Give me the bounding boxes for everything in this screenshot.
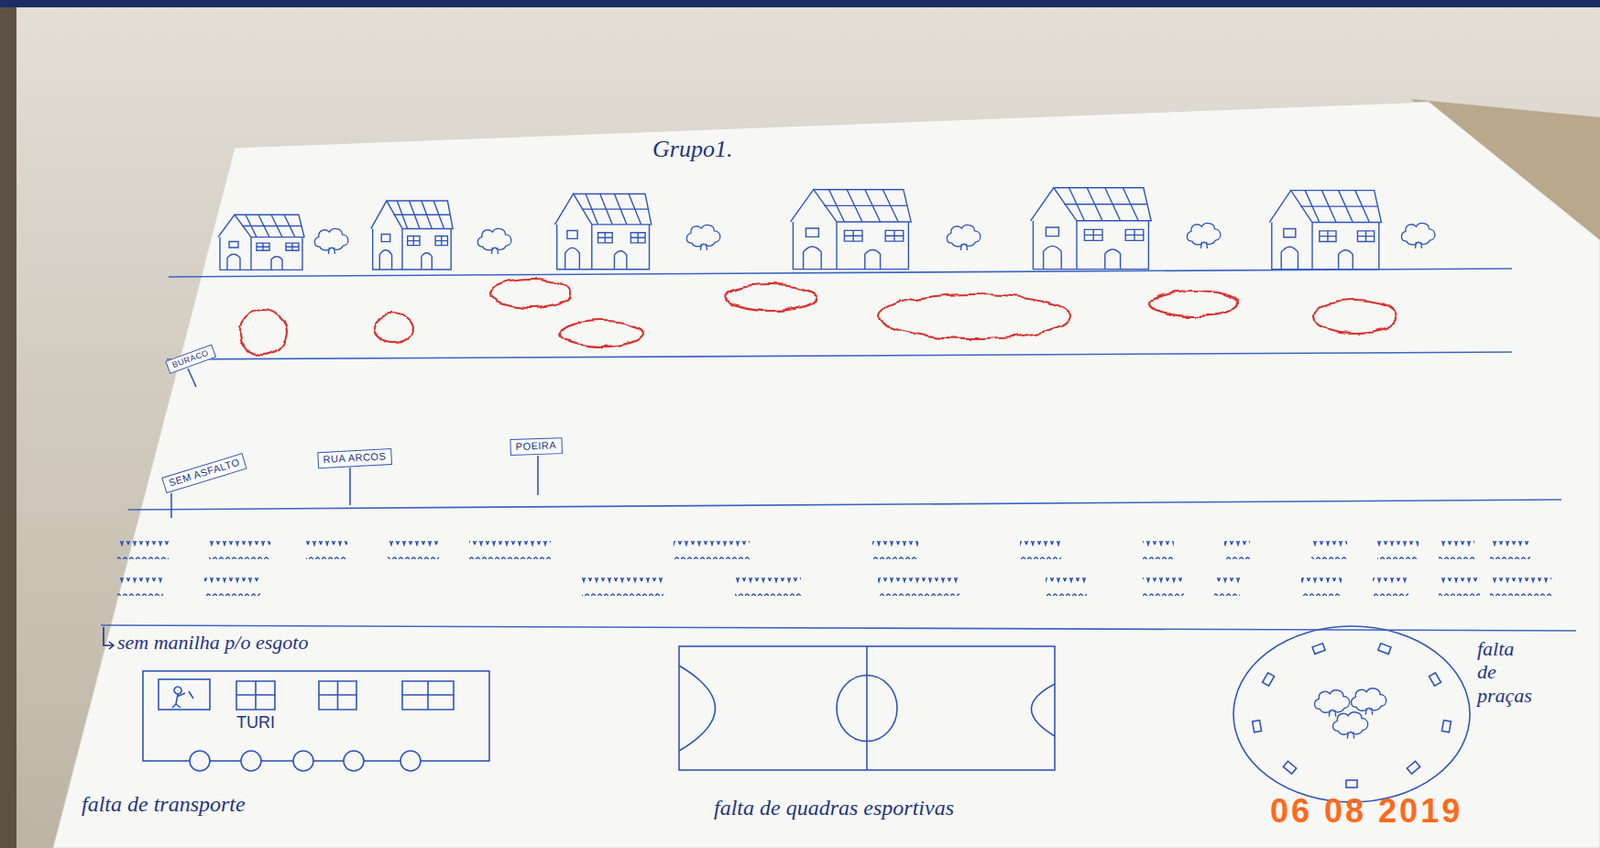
frame-edge bbox=[0, 0, 17, 848]
bus-driver bbox=[172, 686, 194, 708]
tree bbox=[1333, 712, 1369, 739]
bench bbox=[1346, 779, 1358, 788]
bus-body bbox=[142, 670, 490, 761]
court-line bbox=[865, 646, 868, 770]
bench bbox=[1406, 760, 1420, 774]
hook-arrow bbox=[103, 626, 114, 649]
street-sign: SEM ASFALTO bbox=[161, 452, 247, 494]
sign-text: POEIRA bbox=[515, 438, 557, 453]
sign-text: RUA ARCOS bbox=[322, 449, 386, 466]
sports-court-outline bbox=[678, 645, 1056, 771]
bus-label: TURI bbox=[236, 712, 275, 733]
plaza-outline bbox=[1233, 625, 1470, 802]
frame-edge bbox=[0, 0, 1600, 8]
court-outline bbox=[679, 646, 1055, 770]
house bbox=[1269, 190, 1381, 270]
bench bbox=[1262, 672, 1275, 686]
sign-post bbox=[170, 493, 173, 518]
pothole bbox=[1150, 290, 1239, 317]
pothole bbox=[490, 278, 571, 308]
square-plaza-outline bbox=[1231, 624, 1472, 804]
street-sign: POEIRA bbox=[509, 437, 562, 456]
sports-court: falta de quadras esportivas bbox=[678, 645, 1056, 771]
court-area bbox=[1031, 683, 1056, 736]
tree bbox=[1186, 222, 1220, 249]
bus-wheel bbox=[400, 750, 421, 771]
pothole bbox=[724, 284, 817, 311]
house bbox=[790, 189, 912, 270]
bus-wheel bbox=[293, 750, 314, 771]
street-sign: RUA ARCOS bbox=[317, 448, 393, 469]
tree bbox=[1315, 690, 1350, 717]
pothole bbox=[1313, 299, 1398, 333]
tree bbox=[1351, 688, 1387, 715]
date-stamp: 06 08 2019 bbox=[1270, 791, 1463, 830]
square-plaza: falta de praças bbox=[1231, 624, 1472, 804]
bench bbox=[1428, 672, 1441, 686]
street-sign: BURACO bbox=[164, 344, 217, 375]
note-text: sem manilha p/o esgoto bbox=[117, 630, 308, 654]
street-lines bbox=[100, 268, 1577, 631]
poster-title: Grupo1. bbox=[652, 135, 733, 164]
hook-arrow bbox=[109, 641, 114, 649]
bench bbox=[1378, 643, 1392, 655]
bench bbox=[1252, 720, 1262, 733]
sign-post bbox=[187, 368, 197, 387]
tree bbox=[946, 224, 980, 251]
tree bbox=[314, 228, 348, 254]
pothole bbox=[560, 320, 644, 347]
bus-window bbox=[318, 680, 357, 710]
pothole bbox=[240, 308, 286, 355]
paper-sheet bbox=[53, 101, 1600, 848]
sign-post bbox=[536, 455, 539, 495]
street-line bbox=[128, 499, 1562, 510]
tree bbox=[477, 228, 511, 254]
tree bbox=[686, 224, 720, 251]
street-line bbox=[168, 268, 1513, 277]
pothole bbox=[372, 313, 414, 343]
bus-shape-outline bbox=[142, 670, 490, 761]
tree bbox=[1401, 222, 1435, 249]
sign-post bbox=[349, 467, 351, 505]
pothole bbox=[877, 294, 1071, 339]
bus-window bbox=[402, 680, 454, 710]
bus-window bbox=[158, 679, 210, 710]
bus-window bbox=[236, 680, 275, 710]
bus-shape: TURIfalta de transporte bbox=[142, 670, 490, 761]
bench bbox=[1312, 643, 1326, 655]
court-circle bbox=[836, 675, 898, 742]
house bbox=[371, 200, 453, 270]
court-area bbox=[679, 665, 716, 751]
problem-caption: falta de quadras esportivas bbox=[713, 795, 954, 822]
sign-text: BURACO bbox=[171, 348, 211, 372]
bus-wheel bbox=[189, 750, 210, 771]
house bbox=[554, 193, 651, 269]
problem-caption: falta de praças bbox=[1477, 636, 1538, 707]
house bbox=[218, 214, 305, 270]
bench bbox=[1441, 720, 1451, 733]
street-line bbox=[166, 351, 1513, 360]
hook-arrow bbox=[103, 626, 114, 646]
bench bbox=[1282, 760, 1296, 774]
bus-wheel bbox=[343, 750, 364, 771]
house-row bbox=[218, 187, 1436, 271]
house bbox=[1030, 187, 1152, 270]
sewage-waves bbox=[117, 540, 1552, 596]
potholes bbox=[240, 278, 1398, 355]
bus-wheel bbox=[241, 750, 262, 771]
problem-caption: falta de transporte bbox=[81, 791, 246, 818]
sign-text: SEM ASFALTO bbox=[167, 456, 242, 491]
sign-posts bbox=[171, 368, 538, 518]
